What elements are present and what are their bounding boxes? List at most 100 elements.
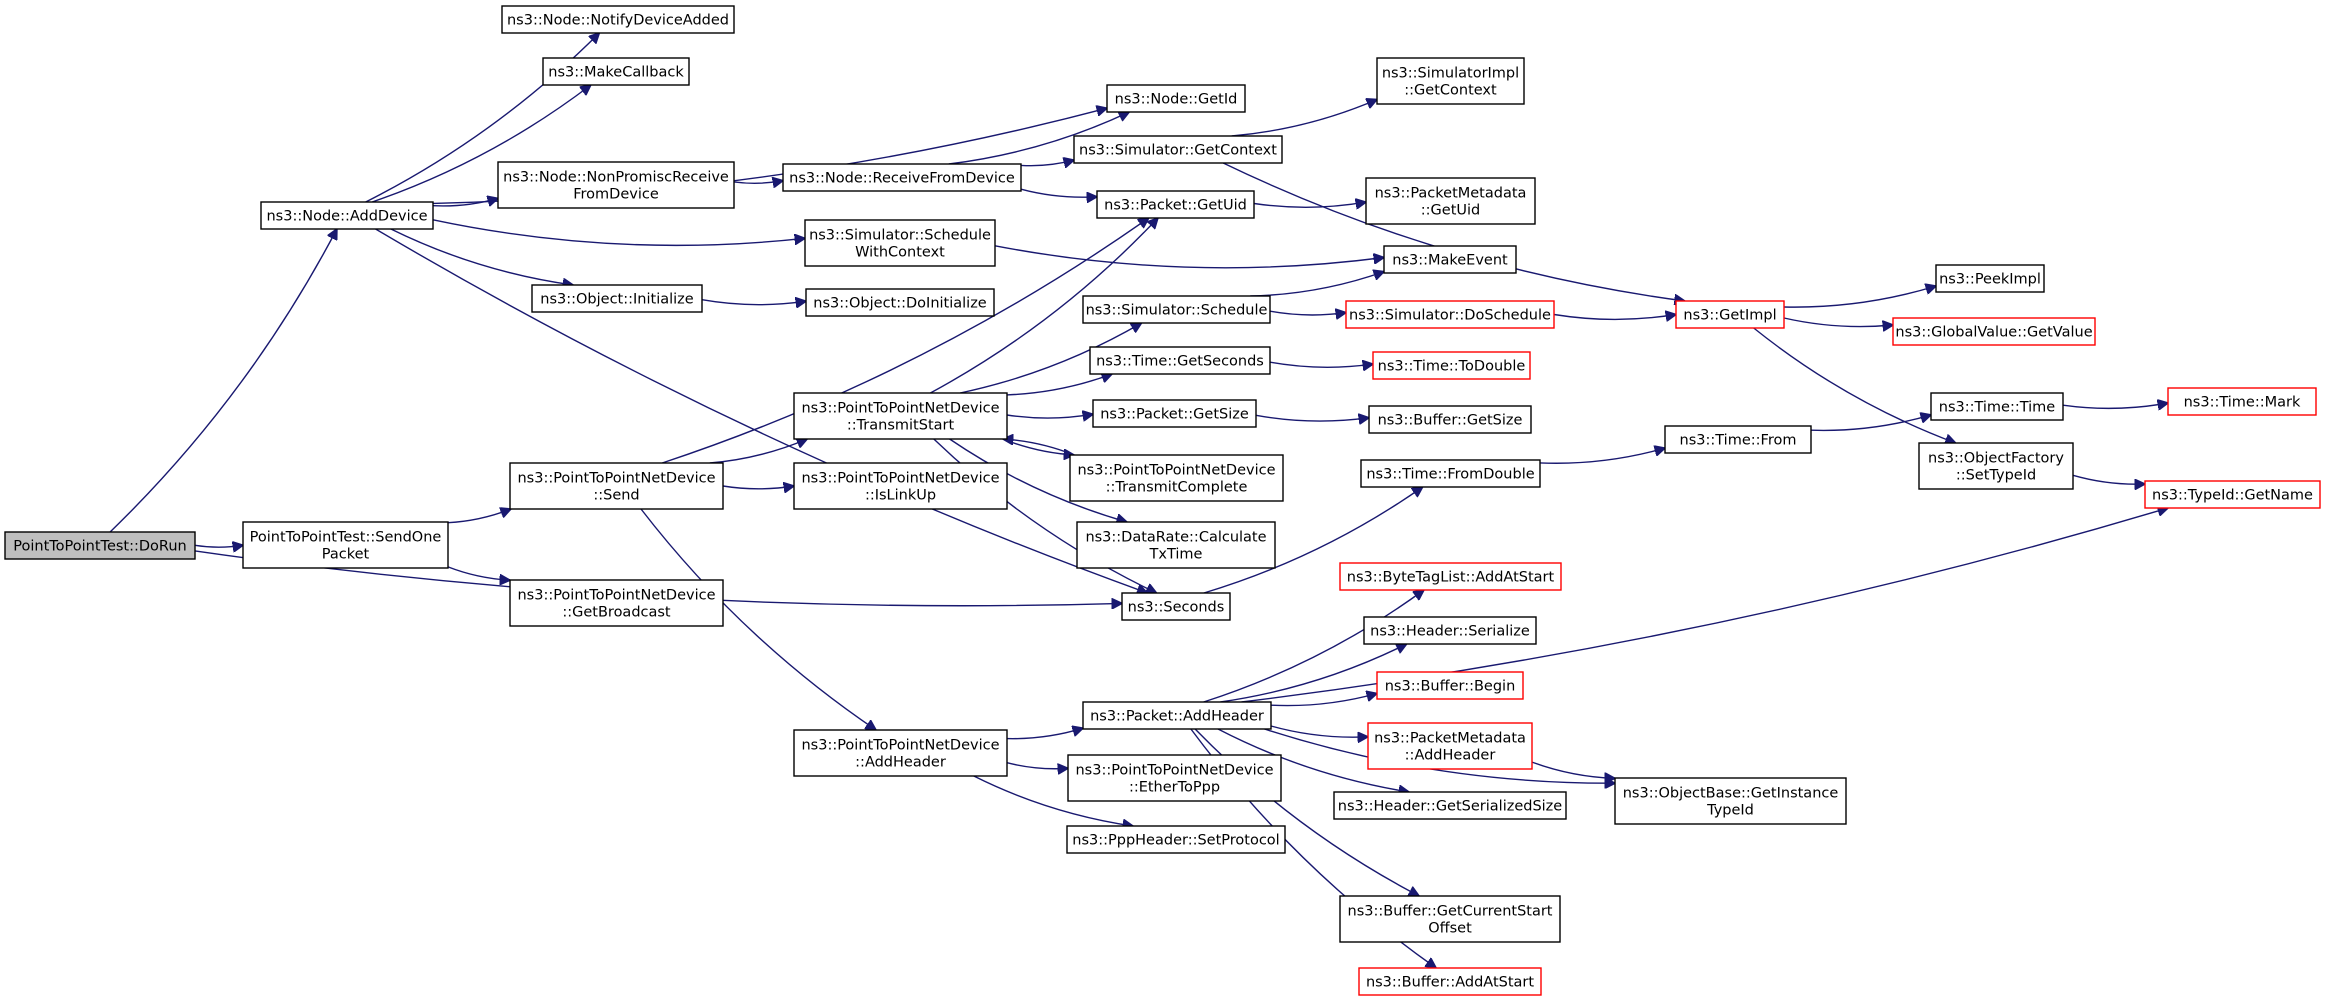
node-label: ns3::Node::NotifyDeviceAdded: [507, 13, 729, 29]
node-label: ns3::Time::GetSeconds: [1096, 354, 1264, 370]
node-bufbegin[interactable]: ns3::Buffer::Begin: [1376, 671, 1524, 700]
node-bytetag[interactable]: ns3::ByteTagList::AddAtStart: [1339, 562, 1562, 591]
edge-transmitstart-to-getsize: [1006, 414, 1093, 418]
node-box: [805, 288, 995, 317]
node-seconds[interactable]: ns3::Seconds: [1121, 592, 1231, 621]
node-label: ns3::Buffer::Begin: [1385, 679, 1516, 695]
node-p2psend[interactable]: ns3::PointToPointNetDevice::Send: [509, 462, 724, 510]
node-label: ns3::Time::From: [1680, 433, 1797, 449]
node-box: [804, 219, 996, 267]
node-label: ns3::PointToPointNetDevice: [1077, 463, 1275, 479]
node-pktaddheader[interactable]: ns3::Packet::AddHeader: [1082, 701, 1272, 730]
node-doschedule[interactable]: ns3::Simulator::DoSchedule: [1345, 300, 1555, 329]
node-label: ns3::GlobalValue::GetValue: [1895, 325, 2092, 341]
node-metaaddheader[interactable]: ns3::PacketMetadata::AddHeader: [1367, 722, 1533, 770]
node-ethertoppp[interactable]: ns3::PointToPointNetDevice::EtherToPpp: [1067, 754, 1282, 802]
edge-getimpl-to-gvgetvalue: [1783, 317, 1893, 327]
node-label: ns3::Buffer::GetCurrentStart: [1348, 904, 1553, 920]
node-label: ns3::Header::Serialize: [1370, 624, 1530, 640]
node-makecb[interactable]: ns3::MakeCallback: [542, 57, 690, 86]
edge-pktaddheader-to-bufgetcso: [1194, 728, 1419, 896]
node-label: ns3::MakeEvent: [1392, 253, 1508, 269]
edge-transmitstart-to-getseconds: [1006, 374, 1112, 396]
node-islinkup[interactable]: ns3::PointToPointNetDevice::IsLinkUp: [793, 462, 1008, 510]
node-box: [1067, 754, 1282, 802]
edge-adddevice-to-schedctx: [432, 219, 805, 247]
node-hdrsersize[interactable]: ns3::Header::GetSerializedSize: [1333, 791, 1567, 820]
node-fromdouble[interactable]: ns3::Time::FromDouble: [1360, 459, 1541, 488]
node-label: WithContext: [855, 245, 945, 261]
node-simschedule[interactable]: ns3::Simulator::Schedule: [1082, 295, 1271, 324]
node-transmitstart[interactable]: ns3::PointToPointNetDevice::TransmitStar…: [793, 392, 1008, 440]
node-label: ns3::Time::ToDouble: [1378, 359, 1526, 375]
node-label: ::TransmitStart: [847, 418, 955, 434]
node-getuid[interactable]: ns3::Packet::GetUid: [1096, 190, 1255, 219]
node-getimpl[interactable]: ns3::GetImpl: [1675, 300, 1785, 329]
node-box: [1892, 317, 2096, 346]
node-label: ns3::Node::GetId: [1115, 92, 1238, 108]
node-box: [1365, 177, 1536, 225]
edge-transmitstart-to-getuid: [930, 218, 1158, 394]
node-timefrom[interactable]: ns3::Time::From: [1664, 425, 1812, 454]
node-setprotocol[interactable]: ns3::PppHeader::SetProtocol: [1066, 825, 1286, 854]
node-box: [242, 521, 449, 569]
node-metagetuid[interactable]: ns3::PacketMetadata::GetUid: [1365, 177, 1536, 225]
node-doinit[interactable]: ns3::Object::DoInitialize: [805, 288, 995, 317]
edge-transmitstart-to-simschedule: [959, 323, 1141, 394]
node-getseconds[interactable]: ns3::Time::GetSeconds: [1089, 346, 1271, 375]
edge-seconds-to-fromdouble: [1203, 487, 1423, 594]
node-box: [793, 392, 1008, 440]
node-typeidgetname[interactable]: ns3::TypeId::GetName: [2144, 480, 2321, 509]
node-label: ::EtherToPpp: [1129, 780, 1220, 796]
node-label: TypeId: [1706, 803, 1754, 819]
node-gvgetvalue[interactable]: ns3::GlobalValue::GetValue: [1892, 317, 2096, 346]
node-recvfromdev[interactable]: ns3::Node::ReceiveFromDevice: [782, 163, 1022, 192]
node-box: [1333, 791, 1567, 820]
node-ofsettypeid[interactable]: ns3::ObjectFactory::SetTypeId: [1918, 442, 2074, 490]
node-hdrserialize[interactable]: ns3::Header::Serialize: [1363, 616, 1537, 645]
edge-schedctx-to-makeevent: [994, 245, 1384, 269]
node-peekimpl[interactable]: ns3::PeekImpl: [1935, 264, 2045, 293]
edge-sendone-to-p2psend: [447, 509, 511, 524]
node-box: [1376, 671, 1524, 700]
node-box: [793, 462, 1008, 510]
node-label: ns3::Time::Mark: [2184, 395, 2301, 411]
edge-simschedule-to-doschedule: [1269, 311, 1346, 315]
node-timemark[interactable]: ns3::Time::Mark: [2167, 387, 2317, 416]
node-objinit[interactable]: ns3::Object::Initialize: [531, 284, 703, 313]
node-label: ns3::PointToPointNetDevice: [1075, 763, 1273, 779]
node-getbroadcast[interactable]: ns3::PointToPointNetDevice::GetBroadcast: [509, 579, 724, 627]
node-timetime[interactable]: ns3::Time::Time: [1930, 392, 2064, 421]
node-todouble[interactable]: ns3::Time::ToDouble: [1372, 351, 1531, 380]
node-box: [531, 284, 703, 313]
node-getid[interactable]: ns3::Node::GetId: [1106, 84, 1246, 113]
edge-p2psend-to-getuid: [661, 218, 1148, 464]
node-label: TxTime: [1149, 547, 1203, 563]
node-label: ::GetBroadcast: [562, 605, 671, 621]
node-p2paddheader[interactable]: ns3::PointToPointNetDevice::AddHeader: [793, 729, 1008, 777]
node-label: ::AddHeader: [855, 755, 946, 771]
node-implgetctx[interactable]: ns3::SimulatorImpl::GetContext: [1376, 57, 1525, 105]
node-label: ns3::Node::ReceiveFromDevice: [789, 171, 1015, 187]
node-bufgetsize[interactable]: ns3::Buffer::GetSize: [1368, 405, 1532, 434]
node-label: ns3::Node::AddDevice: [266, 209, 427, 225]
node-adddevice[interactable]: ns3::Node::AddDevice: [260, 201, 434, 230]
node-label: ns3::PppHeader::SetProtocol: [1072, 833, 1279, 849]
edge-pktaddheader-to-hdrserialize: [1220, 644, 1406, 703]
node-transmitcomplete[interactable]: ns3::PointToPointNetDevice::TransmitComp…: [1069, 454, 1284, 502]
node-box: [1376, 57, 1525, 105]
node-simgetctx[interactable]: ns3::Simulator::GetContext: [1073, 135, 1283, 164]
node-dorun[interactable]: PointToPointTest::DoRun: [4, 531, 196, 560]
node-bufaddatstart[interactable]: ns3::Buffer::AddAtStart: [1358, 967, 1542, 996]
node-makeevent[interactable]: ns3::MakeEvent: [1383, 245, 1517, 274]
node-getsize[interactable]: ns3::Packet::GetSize: [1092, 399, 1257, 428]
node-label: ns3::GetImpl: [1683, 308, 1776, 324]
node-box: [1106, 84, 1246, 113]
node-notify[interactable]: ns3::Node::NotifyDeviceAdded: [501, 5, 735, 34]
